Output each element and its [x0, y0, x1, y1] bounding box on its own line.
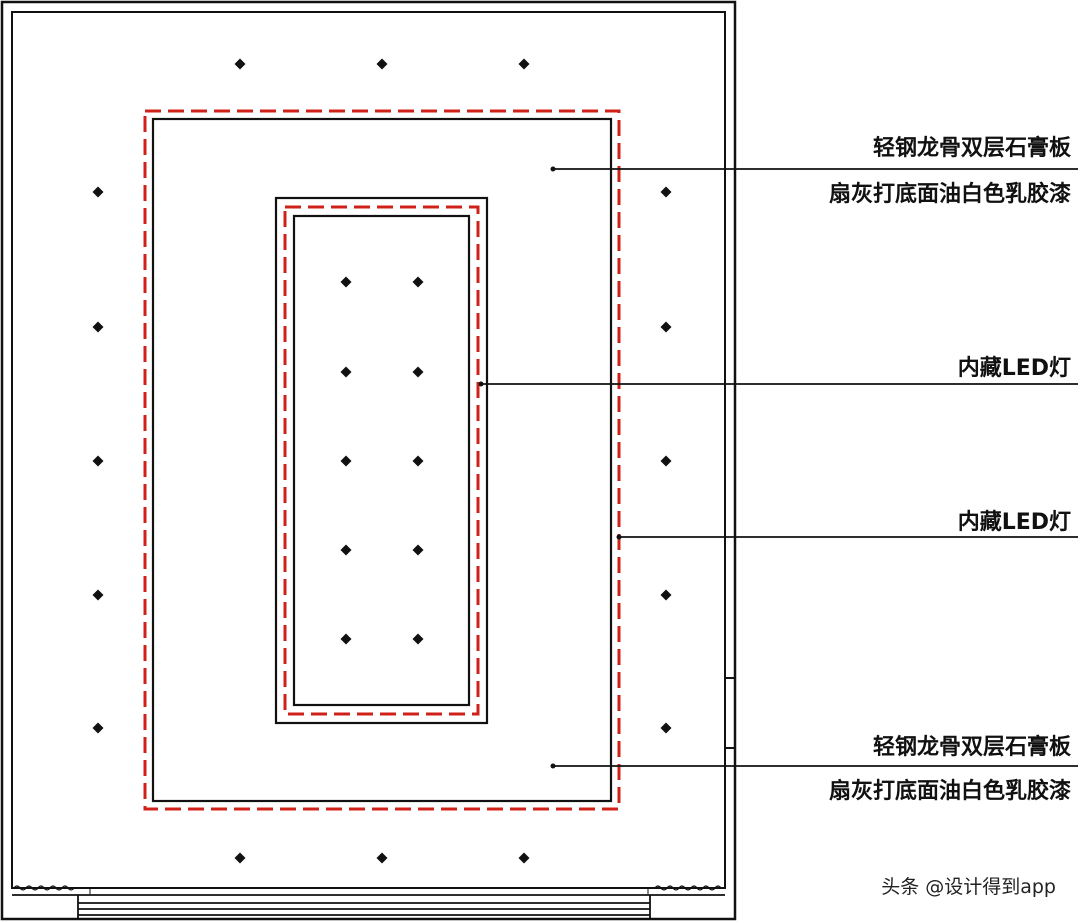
outer-led-strip	[143, 109, 621, 811]
label-upper-paint: 扇灰打底面油白色乳胶漆	[829, 181, 1071, 207]
label-led-outer: 内藏LED灯	[958, 510, 1071, 535]
downlight-icon	[340, 276, 352, 288]
downlight-icon	[660, 186, 672, 198]
downlight-icon	[412, 276, 424, 288]
downlight-icon	[518, 852, 530, 864]
downlight-icon	[340, 455, 352, 467]
downlight-icon	[660, 722, 672, 734]
leader-dot-lower-board	[550, 763, 556, 769]
downlight-icon	[92, 186, 104, 198]
downlight-icon	[412, 633, 424, 645]
downlight-icon	[92, 589, 104, 601]
downlight-icon	[412, 455, 424, 467]
inner-led-strip	[283, 205, 480, 716]
downlight-icon	[234, 852, 246, 864]
wall-opening-marks	[725, 677, 735, 749]
downlight-icon	[412, 544, 424, 556]
inner-ceiling-outer-edge	[274, 196, 489, 725]
downlight-icon	[660, 321, 672, 333]
label-lower-paint: 扇灰打底面油白色乳胶漆	[829, 778, 1071, 804]
downlight-icon	[376, 852, 388, 864]
outer-ceiling-tray	[151, 117, 613, 803]
room-outline	[0, 0, 737, 921]
leader-dot-led-outer	[616, 534, 622, 540]
downlight-icon	[340, 366, 352, 378]
downlight-icon	[660, 455, 672, 467]
leader-lines	[478, 166, 1078, 769]
label-upper-board: 轻钢龙骨双层石膏板	[873, 135, 1072, 161]
curtain-box	[12, 885, 725, 919]
downlights-group	[92, 58, 672, 864]
downlight-icon	[92, 321, 104, 333]
inner-ceiling-inner-edge	[292, 214, 471, 707]
source-watermark: 头条 @设计得到app	[881, 876, 1056, 898]
downlight-icon	[234, 58, 246, 70]
downlight-icon	[412, 366, 424, 378]
leader-dot-led-inner	[478, 381, 484, 387]
leader-dot-upper-board	[550, 166, 556, 172]
downlight-icon	[660, 589, 672, 601]
label-lower-board: 轻钢龙骨双层石膏板	[873, 734, 1072, 760]
downlight-icon	[92, 455, 104, 467]
downlight-icon	[340, 544, 352, 556]
downlight-icon	[376, 58, 388, 70]
downlight-icon	[518, 58, 530, 70]
downlight-icon	[92, 722, 104, 734]
downlight-icon	[340, 633, 352, 645]
label-led-inner: 内藏LED灯	[958, 356, 1071, 381]
